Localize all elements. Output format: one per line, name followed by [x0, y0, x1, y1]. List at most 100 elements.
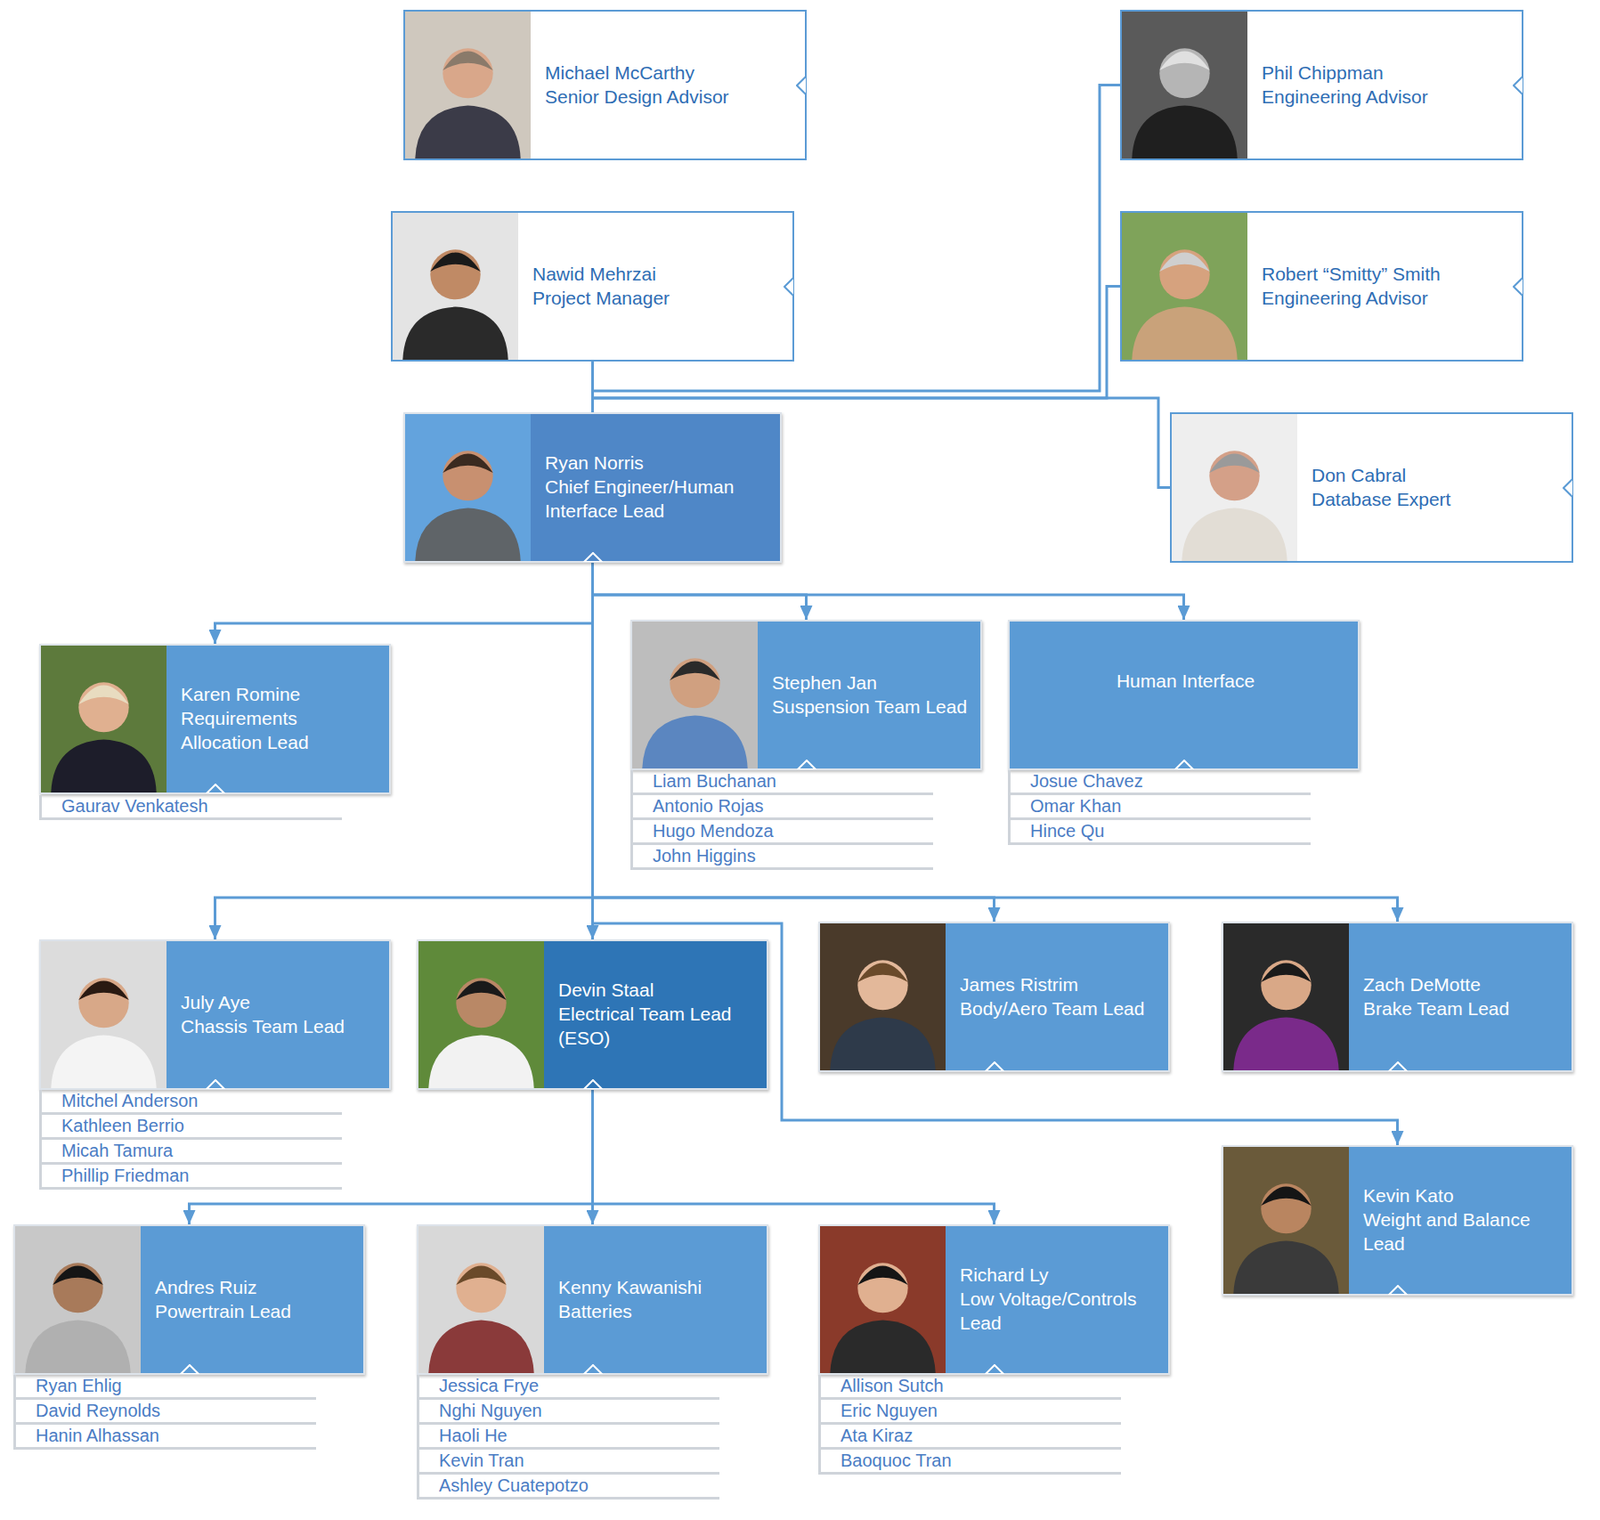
portrait-photo: [15, 1226, 141, 1373]
advisor-box: Nawid MehrzaiProject Manager: [390, 211, 795, 362]
role-title: Body/Aero Team Lead: [959, 997, 1158, 1022]
role-title: Senior Design Advisor: [544, 85, 795, 110]
portrait-photo: [405, 414, 531, 561]
photo-hair: [1159, 252, 1210, 272]
role-title: Chassis Team Lead: [180, 1015, 379, 1040]
photo-shoulders: [24, 1320, 130, 1373]
text-area: Don CabralDatabase Expert: [1297, 414, 1572, 561]
bottom-notch: [205, 783, 226, 794]
photo-head: [442, 450, 493, 501]
photo-background: [1171, 414, 1298, 561]
person-name: Zach DeMotte: [1363, 973, 1561, 998]
person-name: Kevin Kato: [1363, 1184, 1561, 1209]
bottom-notch: [583, 552, 603, 562]
bottom-notch: [583, 1079, 603, 1089]
person-name: Richard Ly: [959, 1263, 1158, 1288]
org-connector: [592, 562, 995, 922]
member-name: Phillip Friedman: [39, 1164, 342, 1190]
notch-shape: [206, 1080, 225, 1089]
bottom-notch: [796, 759, 817, 770]
photo-shoulders: [1233, 1241, 1339, 1294]
member-name: Hanin Alhassan: [13, 1424, 317, 1450]
photo-background: [405, 414, 531, 561]
person-name: James Ristrim: [959, 973, 1158, 998]
role-title: Brake Team Lead: [1363, 997, 1561, 1022]
person-name: Human Interface: [1116, 669, 1255, 694]
member-name: Omar Khan: [1007, 795, 1311, 821]
side-notch: [1512, 75, 1524, 96]
photo-shoulders: [402, 307, 508, 360]
photo-hair: [1260, 1186, 1311, 1206]
photo-background: [1223, 1146, 1349, 1294]
notch-shape: [584, 552, 602, 562]
role-title: Electrical Team Lead (ESO): [558, 1002, 756, 1051]
member-name: Josue Chavez: [1007, 770, 1311, 796]
member-name: Kathleen Berrio: [39, 1114, 342, 1140]
photo-shoulders: [50, 1035, 156, 1089]
photo-shoulders: [414, 105, 520, 159]
text-area: Andres RuizPowertrain Lead: [140, 1226, 364, 1373]
photo-head: [78, 682, 129, 732]
photo-shoulders: [1181, 508, 1287, 561]
photo-hair: [455, 981, 506, 1000]
photo-hair: [442, 51, 493, 71]
photo-hair: [669, 661, 720, 681]
photo-head: [1159, 249, 1210, 300]
role-title: Suspension Team Lead: [771, 695, 970, 720]
photo-shoulders: [1131, 105, 1237, 159]
team-box: Stephen JanSuspension Team Lead: [630, 619, 983, 771]
team-box: Kevin KatoWeight and Balance Lead: [1221, 1145, 1574, 1296]
portrait-photo: [405, 11, 531, 159]
role-title: Project Manager: [532, 286, 782, 311]
member-name: Hugo Mendoza: [630, 820, 934, 845]
advisor-box: Phil ChippmanEngineering Advisor: [1120, 9, 1524, 161]
photo-background: [1121, 11, 1248, 159]
advisor-box: Michael McCarthySenior Design Advisor: [403, 9, 807, 161]
bottom-notch: [179, 1364, 200, 1374]
photo-hair: [1209, 454, 1259, 473]
notch-shape: [985, 1364, 1004, 1374]
photo-hair: [78, 685, 129, 705]
member-name: Micah Tamura: [39, 1139, 342, 1165]
photo-background: [392, 212, 519, 360]
bottom-notch: [984, 1364, 1005, 1374]
member-name: Baoquoc Tran: [818, 1449, 1121, 1475]
portrait-photo: [40, 941, 167, 1089]
photo-hair: [1260, 963, 1311, 983]
text-area: Zach DeMotteBrake Team Lead: [1348, 923, 1572, 1071]
team-box: Ryan NorrisChief Engineer/Human Interfac…: [403, 412, 782, 563]
text-area: James RistrimBody/Aero Team Lead: [945, 923, 1169, 1071]
photo-head: [1260, 959, 1311, 1010]
member-name: Eric Nguyen: [818, 1399, 1121, 1425]
member-name: Nghi Nguyen: [416, 1399, 720, 1425]
person-name: Ryan Norris: [544, 451, 770, 476]
photo-hair: [857, 963, 908, 983]
team-box: Kenny KawanishiBatteries: [416, 1224, 769, 1375]
notch-shape: [784, 276, 795, 297]
person-name: Stephen Jan: [771, 671, 970, 696]
text-area: Phil ChippmanEngineering Advisor: [1247, 11, 1522, 159]
notch-shape: [584, 1080, 602, 1089]
text-area: Stephen JanSuspension Team Lead: [757, 621, 981, 769]
org-connector: [215, 562, 593, 644]
notch-shape: [796, 75, 807, 96]
role-title: Batteries: [558, 1299, 756, 1324]
photo-background: [1223, 923, 1349, 1071]
member-name: Antonio Rojas: [630, 795, 934, 821]
photo-shoulders: [641, 715, 748, 769]
portrait-photo: [418, 1226, 545, 1373]
role-title: Database Expert: [1311, 487, 1561, 512]
notch-shape: [1388, 1285, 1407, 1295]
member-name: David Reynolds: [13, 1399, 317, 1425]
text-area: Nawid MehrzaiProject Manager: [518, 212, 793, 360]
bottom-notch: [1174, 759, 1194, 770]
photo-head: [442, 48, 493, 98]
photo-hair: [1159, 51, 1210, 71]
org-connector: [592, 562, 1185, 620]
member-name: Kevin Tran: [416, 1449, 720, 1475]
person-name: Kenny Kawanishi: [558, 1275, 756, 1300]
photo-shoulders: [50, 739, 156, 793]
member-name: Haoli He: [416, 1424, 720, 1450]
notch-shape: [1513, 75, 1524, 96]
notch-shape: [985, 1062, 1004, 1072]
